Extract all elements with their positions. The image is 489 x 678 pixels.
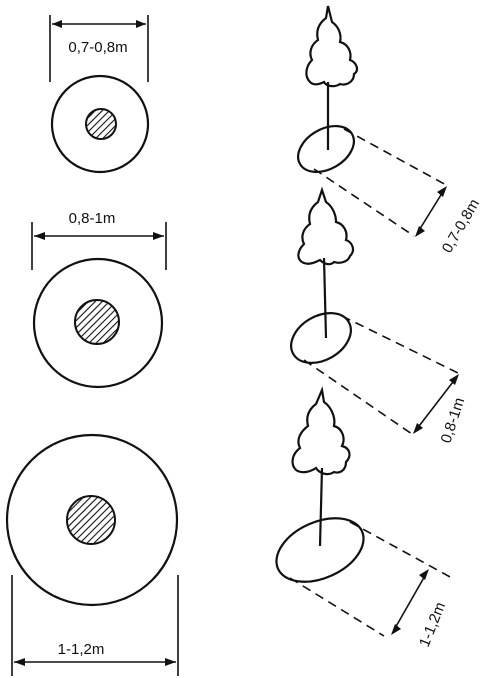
- middle-arrow-b: [413, 423, 423, 434]
- medium-ring-label: 0,8-1m: [69, 210, 116, 227]
- tree-top: [297, 5, 359, 174]
- top-perspective-label: 0,7-0,8m: [439, 196, 483, 256]
- large-arrow-right: [165, 658, 176, 666]
- bottom-perspective-label: 1-1,2m: [416, 600, 449, 650]
- middle-dimension-line: [415, 377, 457, 431]
- tree-middle-ring: [290, 312, 352, 364]
- top-projection-upper: [343, 128, 449, 187]
- tree-top-ring: [297, 124, 355, 174]
- bottom-arrow-b: [391, 624, 401, 635]
- tree-middle-trunk: [322, 257, 328, 339]
- tree-bottom: [275, 386, 365, 583]
- middle-projection-upper: [341, 315, 461, 375]
- medium-ring-outer: [32, 257, 164, 389]
- tree-bottom-crown: [291, 386, 351, 476]
- tree-middle: [290, 186, 355, 364]
- large-ring-label: 1-1,2m: [58, 641, 105, 658]
- top-arrow-a: [437, 186, 447, 197]
- bottom-arrow-a: [419, 569, 429, 580]
- top-arrow-b: [415, 226, 425, 237]
- small-ring-label: 0,7-0,8m: [68, 39, 127, 56]
- tree-top-crown: [305, 5, 359, 88]
- top-projection-lower: [313, 168, 415, 237]
- medium-arrow-left: [34, 232, 45, 240]
- large-trunk: [66, 495, 116, 545]
- medium-trunk: [74, 299, 120, 345]
- tree-middle-crown: [297, 186, 355, 266]
- large-arrow-left: [14, 658, 25, 666]
- medium-ring-group: 0,8-1m: [31, 210, 167, 389]
- small-trunk: [85, 108, 117, 140]
- middle-projection-lower: [303, 359, 413, 435]
- small-arrow-left: [52, 20, 62, 28]
- tree-bottom-ring: [275, 517, 365, 583]
- middle-arrow-a: [449, 374, 459, 385]
- large-ring-outer: [5, 433, 179, 607]
- large-ring-group: 1-1,2m: [5, 433, 179, 676]
- small-ring-outer: [50, 74, 150, 174]
- bottom-dimension-line: [393, 573, 427, 631]
- middle-perspective-label: 0,8-1m: [438, 396, 469, 446]
- small-arrow-right: [136, 20, 146, 28]
- bottom-projection-upper: [349, 521, 453, 579]
- tree-bottom-trunk: [318, 467, 324, 547]
- bottom-projection-lower: [289, 577, 385, 637]
- medium-arrow-right: [153, 232, 164, 240]
- top-dimension-line: [417, 189, 445, 233]
- small-ring-group: 0,7-0,8m: [49, 15, 150, 174]
